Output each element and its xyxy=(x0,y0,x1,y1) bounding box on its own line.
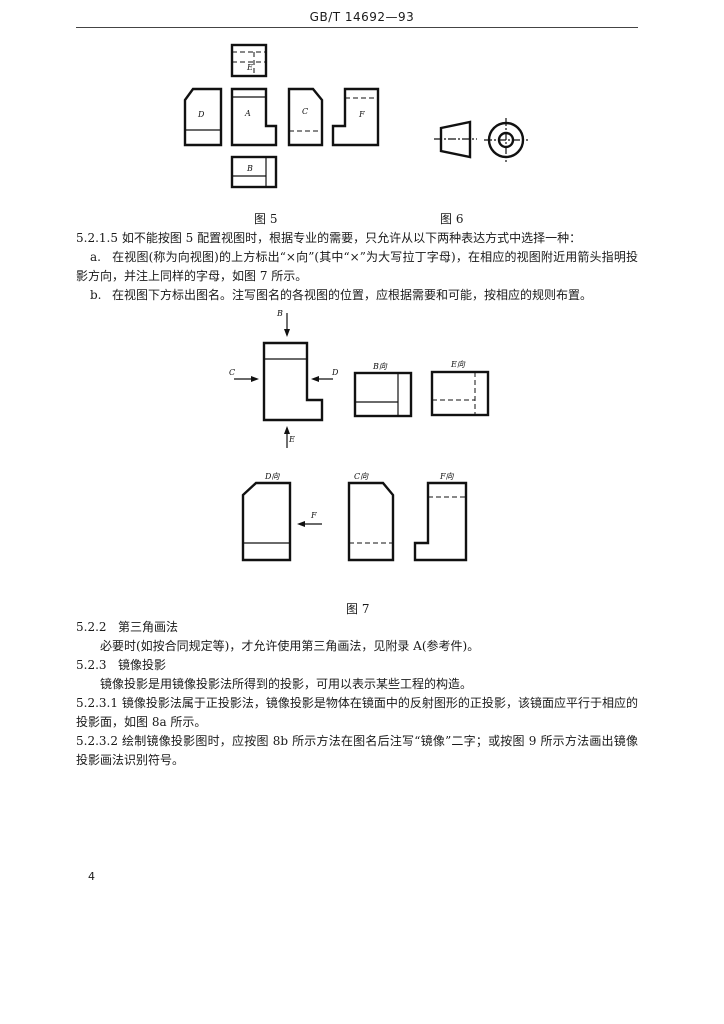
fig7-arrow-label-d: D xyxy=(331,368,339,377)
fig7-view-e: E向 xyxy=(430,360,490,417)
paragraph-5-2-1-5: 5.2.1.5 如不能按图 5 配置视图时，根据专业的需要，只允许从以下两种表达… xyxy=(76,229,638,248)
clause-text: 绘制镜像投影图时，应按图 8b 所示方法在图名后注写“镜像”二字；或按图 9 所… xyxy=(76,734,638,767)
fig7-arrow-f: F xyxy=(297,511,322,527)
fig7-view-b-title: B向 xyxy=(372,362,388,371)
fig5-view-c: C xyxy=(287,87,324,147)
list-item-a: a.在视图(称为向视图)的上方标出“×向”(其中“×”为大写拉丁字母)，在相应的… xyxy=(76,248,638,286)
section-text: 镜像投影是用镜像投影法所得到的投影，可用以表示某些工程的构造。 xyxy=(100,677,473,691)
fig6-drawing xyxy=(434,118,528,162)
fig7-view-d-title: D向 xyxy=(264,472,280,481)
section-text: 必要时(如按合同规定等)，才允许使用第三角画法，见附录 A(参考件)。 xyxy=(100,639,480,653)
fig5-label-a: A xyxy=(244,109,251,118)
fig5-view-d: D xyxy=(183,87,223,147)
fig7-view-f-title: F向 xyxy=(439,472,455,481)
fig7-arrow-b: B xyxy=(276,309,290,337)
clause-number: 5.2.3.1 xyxy=(76,696,118,710)
section-number: 5.2.3 xyxy=(76,658,107,672)
fig5-label-f: F xyxy=(358,110,365,119)
figure-6-caption: 图 6 xyxy=(440,212,464,226)
fig7-view-d: D向 xyxy=(241,472,292,562)
fig7-view-c: C向 xyxy=(347,472,395,562)
clause-number: 5.2.3.2 xyxy=(76,734,118,748)
clause-text: 如不能按图 5 配置视图时，根据专业的需要，只允许从以下两种表达方式中选择一种： xyxy=(121,231,582,245)
fig7-arrow-label-e: E xyxy=(288,435,295,444)
fig5-view-a: A xyxy=(230,87,278,147)
section-title: 镜像投影 xyxy=(118,658,167,672)
section-number: 5.2.2 xyxy=(76,620,107,634)
item-text: 在视图(称为向视图)的上方标出“×向”(其中“×”为大写拉丁字母)，在相应的视图… xyxy=(76,250,638,283)
item-text: 在视图下方标出图名。注写图名的各视图的位置，应根据需要和可能，按相应的规则布置。 xyxy=(112,288,593,302)
fig7-arrow-label-f: F xyxy=(310,511,317,520)
section-title: 第三角画法 xyxy=(118,620,179,634)
fig7-arrow-c: C xyxy=(229,368,259,382)
paragraph-5-2-3-2: 5.2.3.2 绘制镜像投影图时，应按图 8b 所示方法在图名后注写“镜像”二字… xyxy=(76,732,638,770)
fig5-label-e: E xyxy=(246,63,253,72)
section-5-2-2-text: 必要时(如按合同规定等)，才允许使用第三角画法，见附录 A(参考件)。 xyxy=(76,637,638,656)
figure-5-caption: 图 5 xyxy=(254,212,278,226)
paragraph-5-2-3-1: 5.2.3.1 镜像投影法属于正投影法，镜像投影是物体在镜面中的反射图形的正投影… xyxy=(76,694,638,732)
fig5-view-f: F xyxy=(331,87,380,147)
fig7-view-c-title: C向 xyxy=(354,472,369,481)
item-marker: b. xyxy=(90,288,102,302)
clause-number: 5.2.1.5 xyxy=(76,231,118,245)
figure-7-drawing: B C D E B向 E向 D向 xyxy=(229,309,490,562)
figure-5-6-drawing: E D A C F B xyxy=(183,43,528,189)
fig5-view-b: B xyxy=(230,155,278,189)
fig7-front-view xyxy=(262,341,324,422)
standard-header: GB/T 14692—93 xyxy=(309,10,415,24)
fig7-view-f: F向 xyxy=(413,472,468,562)
item-marker: a. xyxy=(90,250,101,264)
fig7-view-e-title: E向 xyxy=(450,360,466,369)
fig7-view-b: B向 xyxy=(353,362,413,418)
fig5-view-e: E xyxy=(230,43,268,78)
section-5-2-2-heading: 5.2.2 第三角画法 xyxy=(76,618,638,637)
section-5-2-3-text: 镜像投影是用镜像投影法所得到的投影，可用以表示某些工程的构造。 xyxy=(76,675,638,694)
fig5-label-d: D xyxy=(197,110,205,119)
page-number: 4 xyxy=(88,870,95,883)
clause-text: 镜像投影法属于正投影法，镜像投影是物体在镜面中的反射图形的正投影，该镜面应平行于… xyxy=(76,696,638,729)
fig5-label-c: C xyxy=(302,107,308,116)
fig7-arrow-label-c: C xyxy=(229,368,235,377)
section-5-2-3-heading: 5.2.3 镜像投影 xyxy=(76,656,638,675)
list-item-b: b. 在视图下方标出图名。注写图名的各视图的位置，应根据需要和可能，按相应的规则布… xyxy=(76,286,638,305)
fig7-arrow-label-b: B xyxy=(276,309,283,318)
header-rule xyxy=(76,27,638,28)
fig5-label-b: B xyxy=(246,164,253,173)
figure-7-caption: 图 7 xyxy=(346,602,370,616)
fig7-arrow-d: D xyxy=(311,368,339,382)
fig7-arrow-e: E xyxy=(284,426,295,448)
